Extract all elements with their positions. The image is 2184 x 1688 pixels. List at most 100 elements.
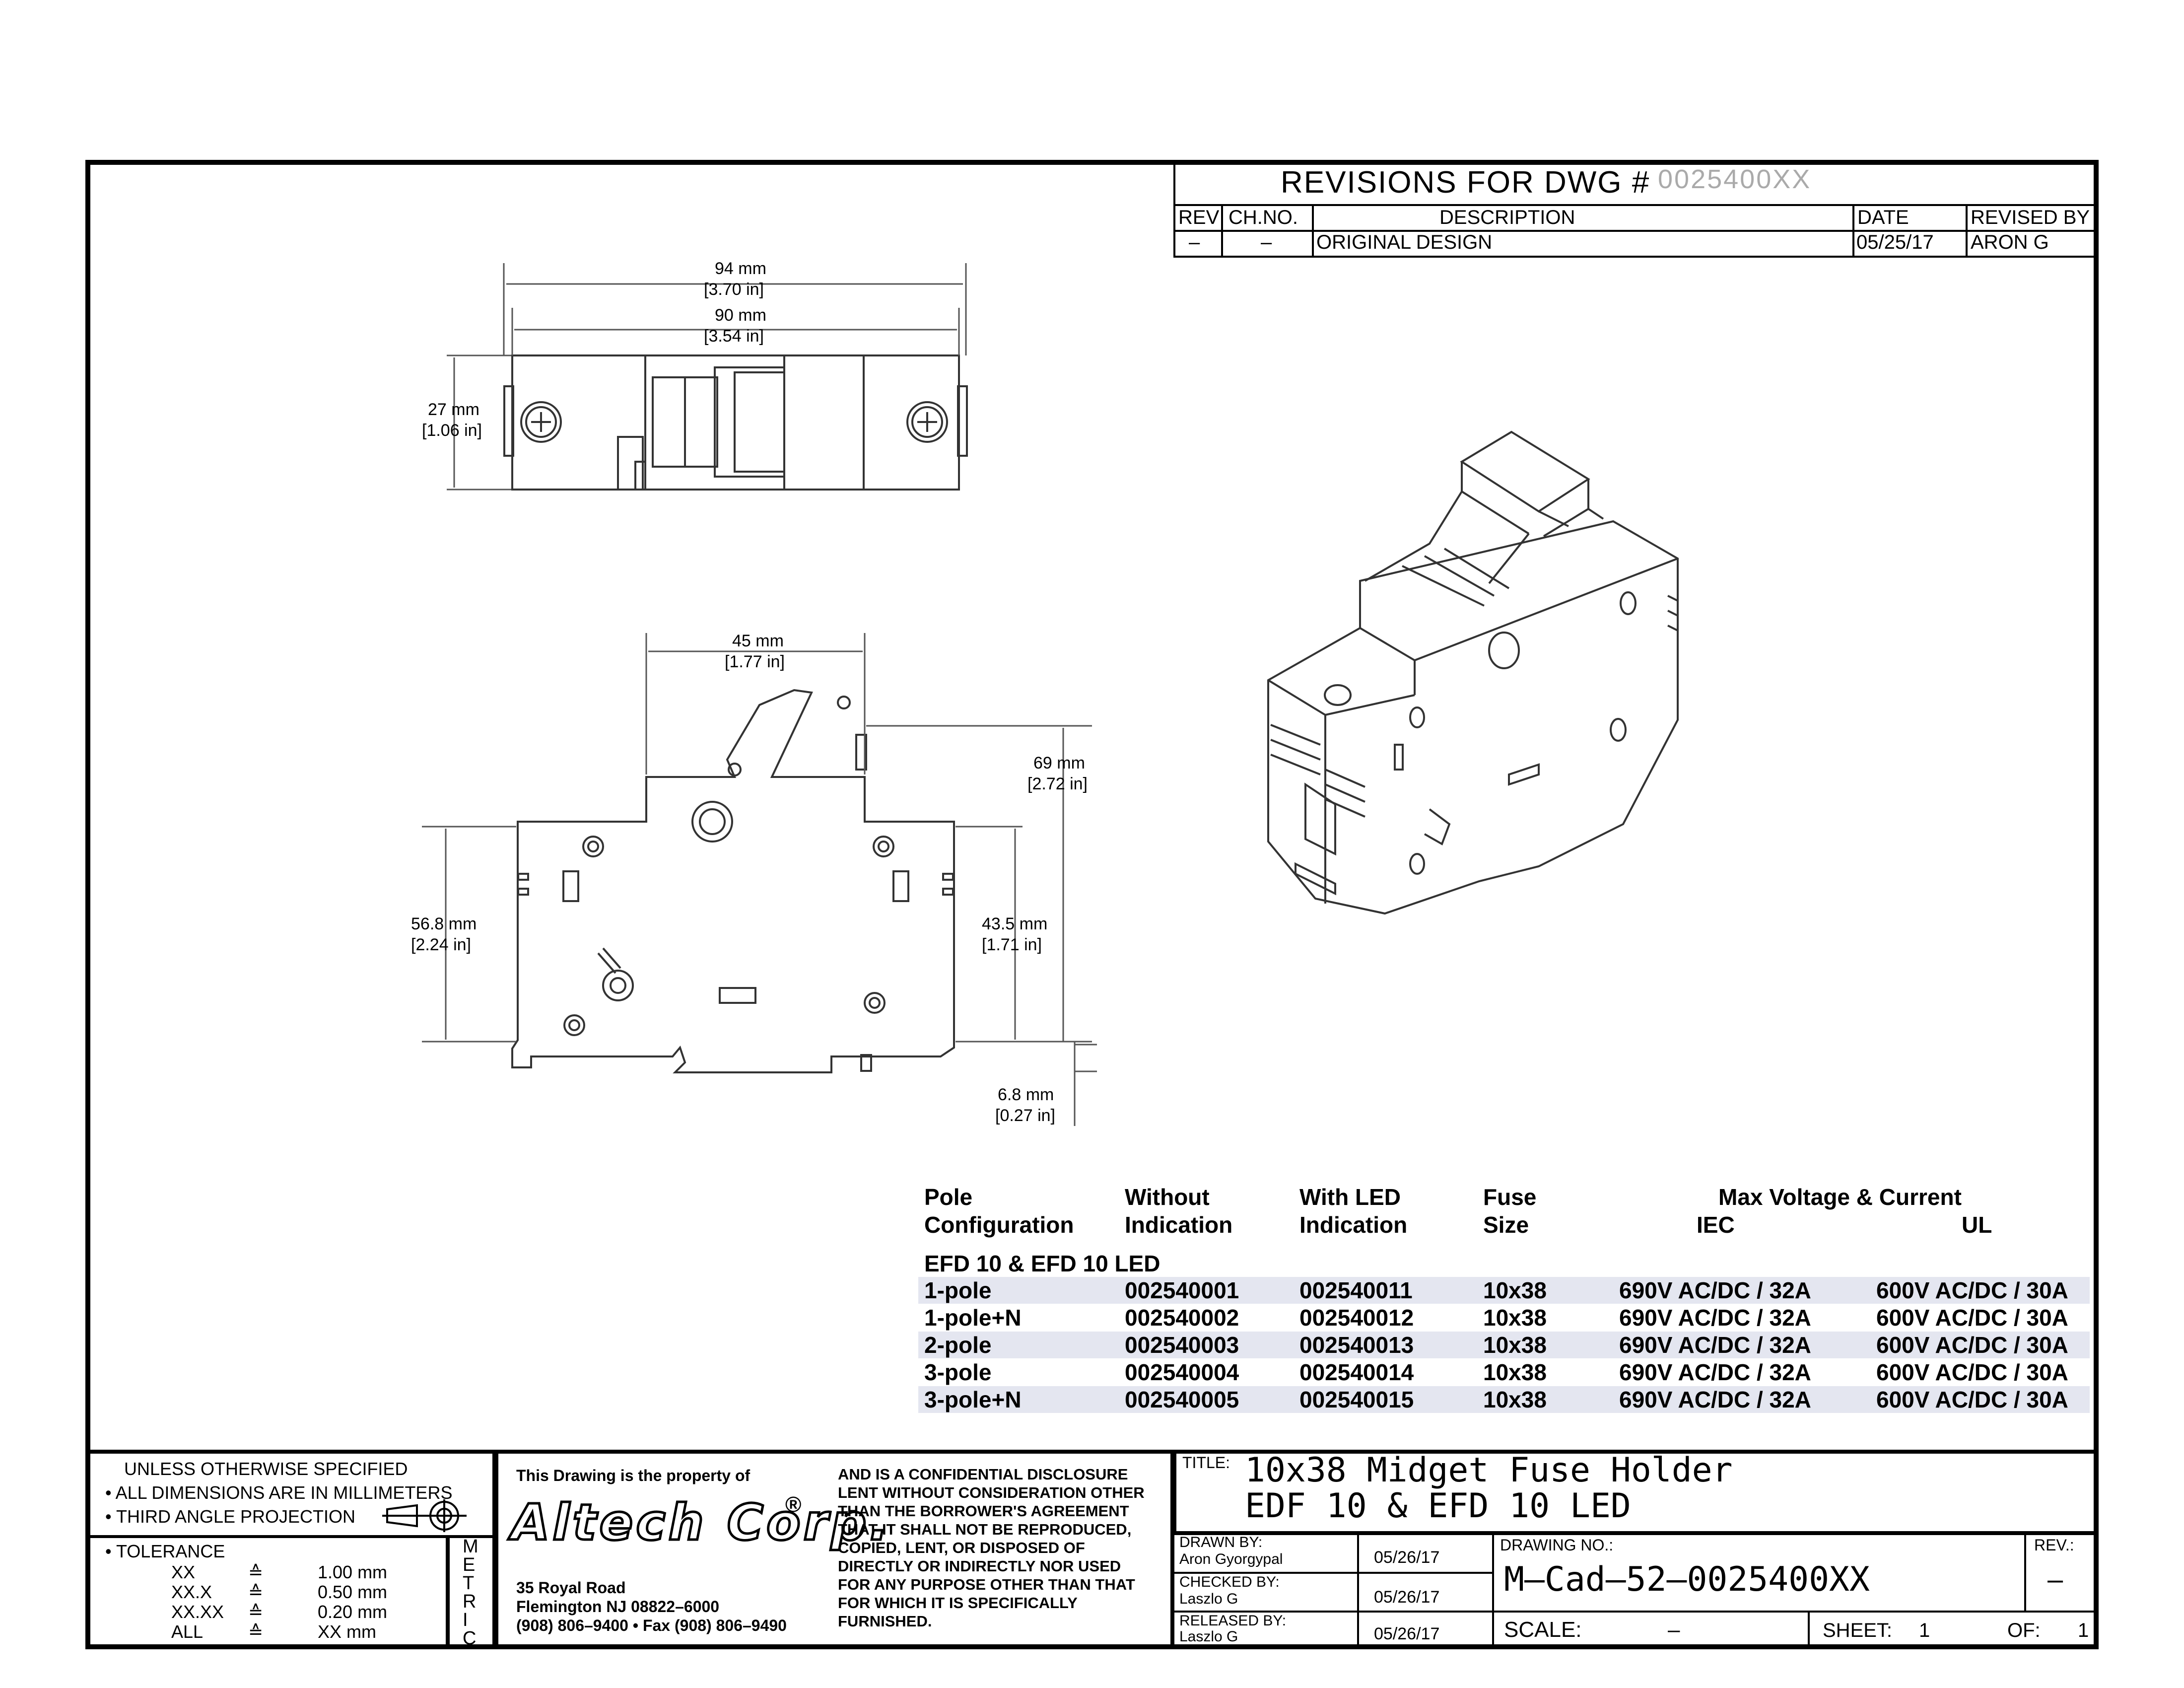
spec-cell-fuse: 10x38 xyxy=(1483,1359,1547,1385)
hdr-iec: IEC xyxy=(1697,1212,1735,1238)
released-date: 05/26/17 xyxy=(1374,1624,1440,1643)
address-line-2: Flemington NJ 08822–6000 xyxy=(516,1598,720,1616)
disclosure-line: FOR WHICH IT IS SPECIFICALLY xyxy=(838,1594,1078,1612)
revby-row-cell xyxy=(1966,230,2099,258)
third-angle: • THIRD ANGLE PROJECTION xyxy=(105,1506,356,1527)
drawing-no: M–Cad–52–0025400XX xyxy=(1504,1560,1870,1599)
dim-side-left-in: [2.24 in] xyxy=(411,935,471,954)
revision-description: ORIGINAL DESIGN xyxy=(1316,231,1493,253)
spec-cell-fuse: 10x38 xyxy=(1483,1332,1547,1358)
spec-cell-iec: 690V AC/DC / 32A xyxy=(1619,1305,1811,1331)
iso-terminal xyxy=(1304,782,1336,856)
description-col-header: DESCRIPTION xyxy=(1439,207,1575,228)
spec-cell-with-led: 002540011 xyxy=(1299,1277,1413,1303)
spec-cell-iec: 690V AC/DC / 32A xyxy=(1619,1332,1811,1358)
dim-top-height-in: [1.06 in] xyxy=(422,421,482,440)
drawn-date: 05/26/17 xyxy=(1374,1548,1440,1567)
dim-side-bottom-in: [0.27 in] xyxy=(995,1106,1055,1125)
revision-rev: – xyxy=(1189,231,1200,253)
revisions-dwg-number: 0025400XX xyxy=(1658,164,1812,194)
altech-logo: Altech Corp. xyxy=(510,1492,891,1553)
spec-cell-iec: 690V AC/DC / 32A xyxy=(1619,1277,1811,1303)
hdr-ul: UL xyxy=(1962,1212,1992,1238)
altech-logo-mark: ® xyxy=(785,1492,802,1517)
released-by-label: RELEASED BY: xyxy=(1179,1613,1287,1629)
spec-cell-with-led: 002540014 xyxy=(1299,1359,1414,1385)
checked-by-label: CHECKED BY: xyxy=(1179,1574,1280,1590)
of-label: OF: xyxy=(2007,1619,2041,1641)
dim-side-bottom-mm: 6.8 mm xyxy=(998,1085,1054,1104)
address-line-1: 35 Royal Road xyxy=(516,1579,626,1597)
metric-letter: M xyxy=(463,1536,478,1557)
tolerance-sym: ≙ xyxy=(248,1621,264,1642)
spec-cell-ul: 600V AC/DC / 30A xyxy=(1876,1277,2068,1303)
dims-in-mm: • ALL DIMENSIONS ARE IN MILLIMETERS xyxy=(105,1482,453,1503)
spec-cell-without: 002540005 xyxy=(1125,1387,1239,1412)
tolerance-sym: ≙ xyxy=(248,1562,264,1582)
spec-cell-with-led: 002540015 xyxy=(1299,1387,1414,1412)
spec-cell-pole: 2-pole xyxy=(924,1332,992,1358)
drawing-title-2: EDF 10 & EFD 10 LED xyxy=(1245,1486,1631,1526)
spec-cell-ul: 600V AC/DC / 30A xyxy=(1876,1332,2068,1358)
dim-side-left-mm: 56.8 mm xyxy=(411,914,477,933)
tolerance-val: XX mm xyxy=(318,1621,377,1642)
dim-side-right-mm: 43.5 mm xyxy=(982,914,1048,933)
checked-by: Laszlo G xyxy=(1179,1591,1238,1607)
spec-cell-without: 002540002 xyxy=(1125,1305,1239,1331)
dim-side-top-in: [2.72 in] xyxy=(1027,774,1088,793)
disclosure-line: AND IS A CONFIDENTIAL DISCLOSURE xyxy=(838,1466,1128,1483)
released-by: Laszlo G xyxy=(1179,1628,1238,1645)
property-of: This Drawing is the property of xyxy=(516,1467,751,1484)
tb-sheet-cell xyxy=(1808,1611,2099,1649)
spec-cell-ul: 600V AC/DC / 30A xyxy=(1876,1305,2068,1331)
hdr-pole-2: Configuration xyxy=(924,1212,1074,1238)
tolerance-sym: ≙ xyxy=(248,1582,264,1602)
spec-cell-pole: 3-pole xyxy=(924,1359,992,1385)
spec-cell-fuse: 10x38 xyxy=(1483,1277,1547,1303)
spec-cell-iec: 690V AC/DC / 32A xyxy=(1619,1387,1811,1412)
spec-cell-ul: 600V AC/DC / 30A xyxy=(1876,1359,2068,1385)
spec-cell-pole: 1-pole+N xyxy=(924,1305,1022,1331)
metric-letter: T xyxy=(463,1573,475,1594)
date-col-header: DATE xyxy=(1857,207,1909,228)
hdr-max: Max Voltage & Current xyxy=(1718,1184,1962,1210)
tolerance-fmt: XX.XX xyxy=(171,1602,224,1622)
of-value: 1 xyxy=(2078,1619,2089,1641)
disclosure-line: COPIED, LENT, OR DISPOSED OF xyxy=(838,1539,1085,1556)
iso-body-outline xyxy=(1267,520,1679,915)
dim-top-height-mm: 27 mm xyxy=(428,400,479,419)
tolerance-fmt: ALL xyxy=(171,1621,204,1642)
dim-top-inner-mm: 90 mm xyxy=(715,306,766,325)
hdr-without-1: Without xyxy=(1125,1184,1210,1210)
title-label: TITLE: xyxy=(1182,1454,1230,1472)
spec-cell-pole: 1-pole xyxy=(924,1277,992,1303)
metric-letter: I xyxy=(463,1610,468,1630)
chno-col-header: CH.NO. xyxy=(1228,207,1298,228)
top-view-screw-right xyxy=(911,406,943,438)
rev-label: REV.: xyxy=(2034,1536,2074,1554)
spec-cell-fuse: 10x38 xyxy=(1483,1387,1547,1412)
tolerance-sym: ≙ xyxy=(248,1602,264,1622)
spec-group-label: EFD 10 & EFD 10 LED xyxy=(924,1251,1160,1276)
disclosure-line: THAN THE BORROWER'S AGREEMENT xyxy=(838,1502,1129,1520)
spec-cell-without: 002540003 xyxy=(1125,1332,1239,1358)
hdr-with-2: Indication xyxy=(1299,1212,1408,1238)
rev-col-header: REV xyxy=(1178,207,1220,228)
tolerance-val: 0.50 mm xyxy=(318,1582,388,1602)
dim-top-overall-in: [3.70 in] xyxy=(704,280,764,299)
sheet-value: 1 xyxy=(1919,1619,1930,1641)
checked-date: 05/26/17 xyxy=(1374,1588,1440,1607)
tolerance-val: 1.00 mm xyxy=(318,1562,388,1582)
revision-chno: – xyxy=(1261,231,1272,253)
disclosure-line: LENT WITHOUT CONSIDERATION OTHER xyxy=(838,1484,1145,1501)
address-line-3: (908) 806–9400 • Fax (908) 806–9490 xyxy=(516,1617,787,1634)
drawing-title-1: 10x38 Midget Fuse Holder xyxy=(1245,1451,1733,1490)
rev-value: – xyxy=(2048,1563,2063,1595)
scale-label: SCALE: xyxy=(1504,1618,1582,1642)
dim-side-width-mm: 45 mm xyxy=(732,632,784,650)
spec-cell-with-led: 002540012 xyxy=(1299,1305,1414,1331)
